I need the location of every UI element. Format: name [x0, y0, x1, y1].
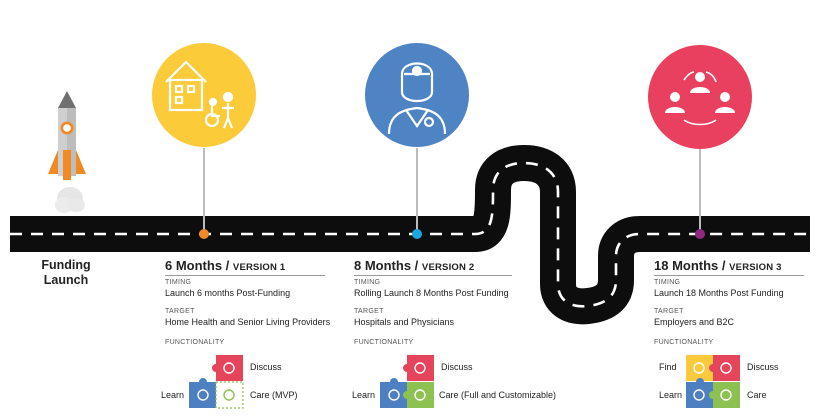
milestone-3-title: 18 Months / VERSION 3 — [654, 258, 782, 273]
milestone-3-timing: Launch 18 Months Post Funding — [654, 288, 784, 298]
milestone-2-timing: Rolling Launch 8 Months Post Funding — [354, 288, 509, 298]
milestone-2-timing-label: TIMING — [354, 279, 381, 286]
milestone-3-target-label: TARGET — [654, 308, 684, 315]
milestone-2-divider — [354, 275, 512, 276]
puzzle-piece-care — [215, 381, 244, 409]
milestone-2-circle — [365, 43, 469, 147]
milestone-1-timing-label: TIMING — [165, 279, 192, 286]
puzzle-piece-care — [713, 382, 740, 408]
milestone-2-dot — [412, 229, 422, 239]
milestone-3-functionality-label: FUNCTIONALITY — [654, 339, 714, 346]
milestone-1-version: VERSION 1 — [232, 262, 286, 273]
milestone-1-target: Home Health and Senior Living Providers — [165, 317, 331, 327]
milestone-2-care-label: Care (Full and Customizable) — [439, 390, 557, 400]
puzzle-piece-discuss — [713, 355, 740, 381]
puzzle-piece-discuss — [407, 355, 434, 381]
puzzle-piece-learn — [380, 382, 407, 408]
puzzle-piece-discuss — [216, 355, 243, 381]
milestone-1-discuss-label: Discuss — [250, 362, 282, 372]
rocket-icon — [48, 91, 86, 213]
house-caregiver-wheelchair-icon — [165, 60, 234, 129]
milestone-3-divider — [654, 275, 804, 276]
milestone-1-timing: Launch 6 months Post-Funding — [165, 288, 291, 298]
milestone-3-care-label: Care — [747, 390, 767, 400]
milestone-3-find-label: Find — [659, 362, 677, 372]
puzzle-piece-find — [686, 355, 713, 381]
milestone-3-discuss-label: Discuss — [747, 362, 779, 372]
milestone-3-puzzle — [686, 355, 740, 408]
milestone-3-version: VERSION 3 — [729, 262, 782, 273]
puzzle-piece-learn — [686, 382, 713, 408]
milestone-1-learn-label: Learn — [161, 390, 185, 400]
milestone-2-target: Hospitals and Physicians — [354, 317, 455, 327]
puzzle-piece-care — [407, 382, 434, 408]
milestone-1-circle — [152, 43, 256, 147]
milestone-1-heading: 6 Months — [165, 258, 223, 273]
milestone-2-discuss-label: Discuss — [441, 362, 473, 372]
funding-launch-line2: Launch — [43, 273, 89, 287]
funding-launch-label: Funding Launch — [28, 258, 104, 288]
milestone-3-dot — [695, 229, 705, 239]
milestone-2-version: VERSION 2 — [421, 262, 475, 273]
milestone-1-care-label: Care (MVP) — [250, 390, 298, 400]
milestone-3-heading: 18 Months — [654, 258, 719, 273]
milestone-2-learn-label: Learn — [352, 390, 376, 400]
road-body — [10, 145, 810, 325]
milestone-3-marker — [648, 45, 752, 239]
milestone-2-marker — [365, 43, 469, 239]
funding-launch-line1: Funding — [41, 258, 91, 272]
people-network-icon — [665, 71, 735, 126]
milestone-2-functionality-label: FUNCTIONALITY — [354, 339, 414, 346]
puzzle-piece-learn — [189, 382, 216, 408]
milestone-3-circle — [648, 45, 752, 149]
milestone-2-puzzle — [380, 355, 434, 408]
milestone-3-learn-label: Learn — [659, 390, 683, 400]
milestone-1-dot — [199, 229, 209, 239]
physician-icon — [387, 62, 447, 135]
milestone-1-divider — [165, 275, 325, 276]
milestone-3-target: Employers and B2C — [654, 317, 735, 327]
milestone-1-target-label: TARGET — [165, 308, 195, 315]
milestone-1-puzzle — [189, 355, 244, 409]
milestone-1-functionality-label: FUNCTIONALITY — [165, 339, 225, 346]
milestone-1-title: 6 Months / VERSION 1 — [165, 258, 286, 273]
milestone-1-marker — [152, 43, 256, 239]
milestone-2-heading: 8 Months — [354, 258, 412, 273]
road — [10, 145, 810, 325]
milestone-2-target-label: TARGET — [354, 308, 384, 315]
milestone-2-title: 8 Months / VERSION 2 — [354, 258, 475, 273]
milestone-3-timing-label: TIMING — [654, 279, 681, 286]
